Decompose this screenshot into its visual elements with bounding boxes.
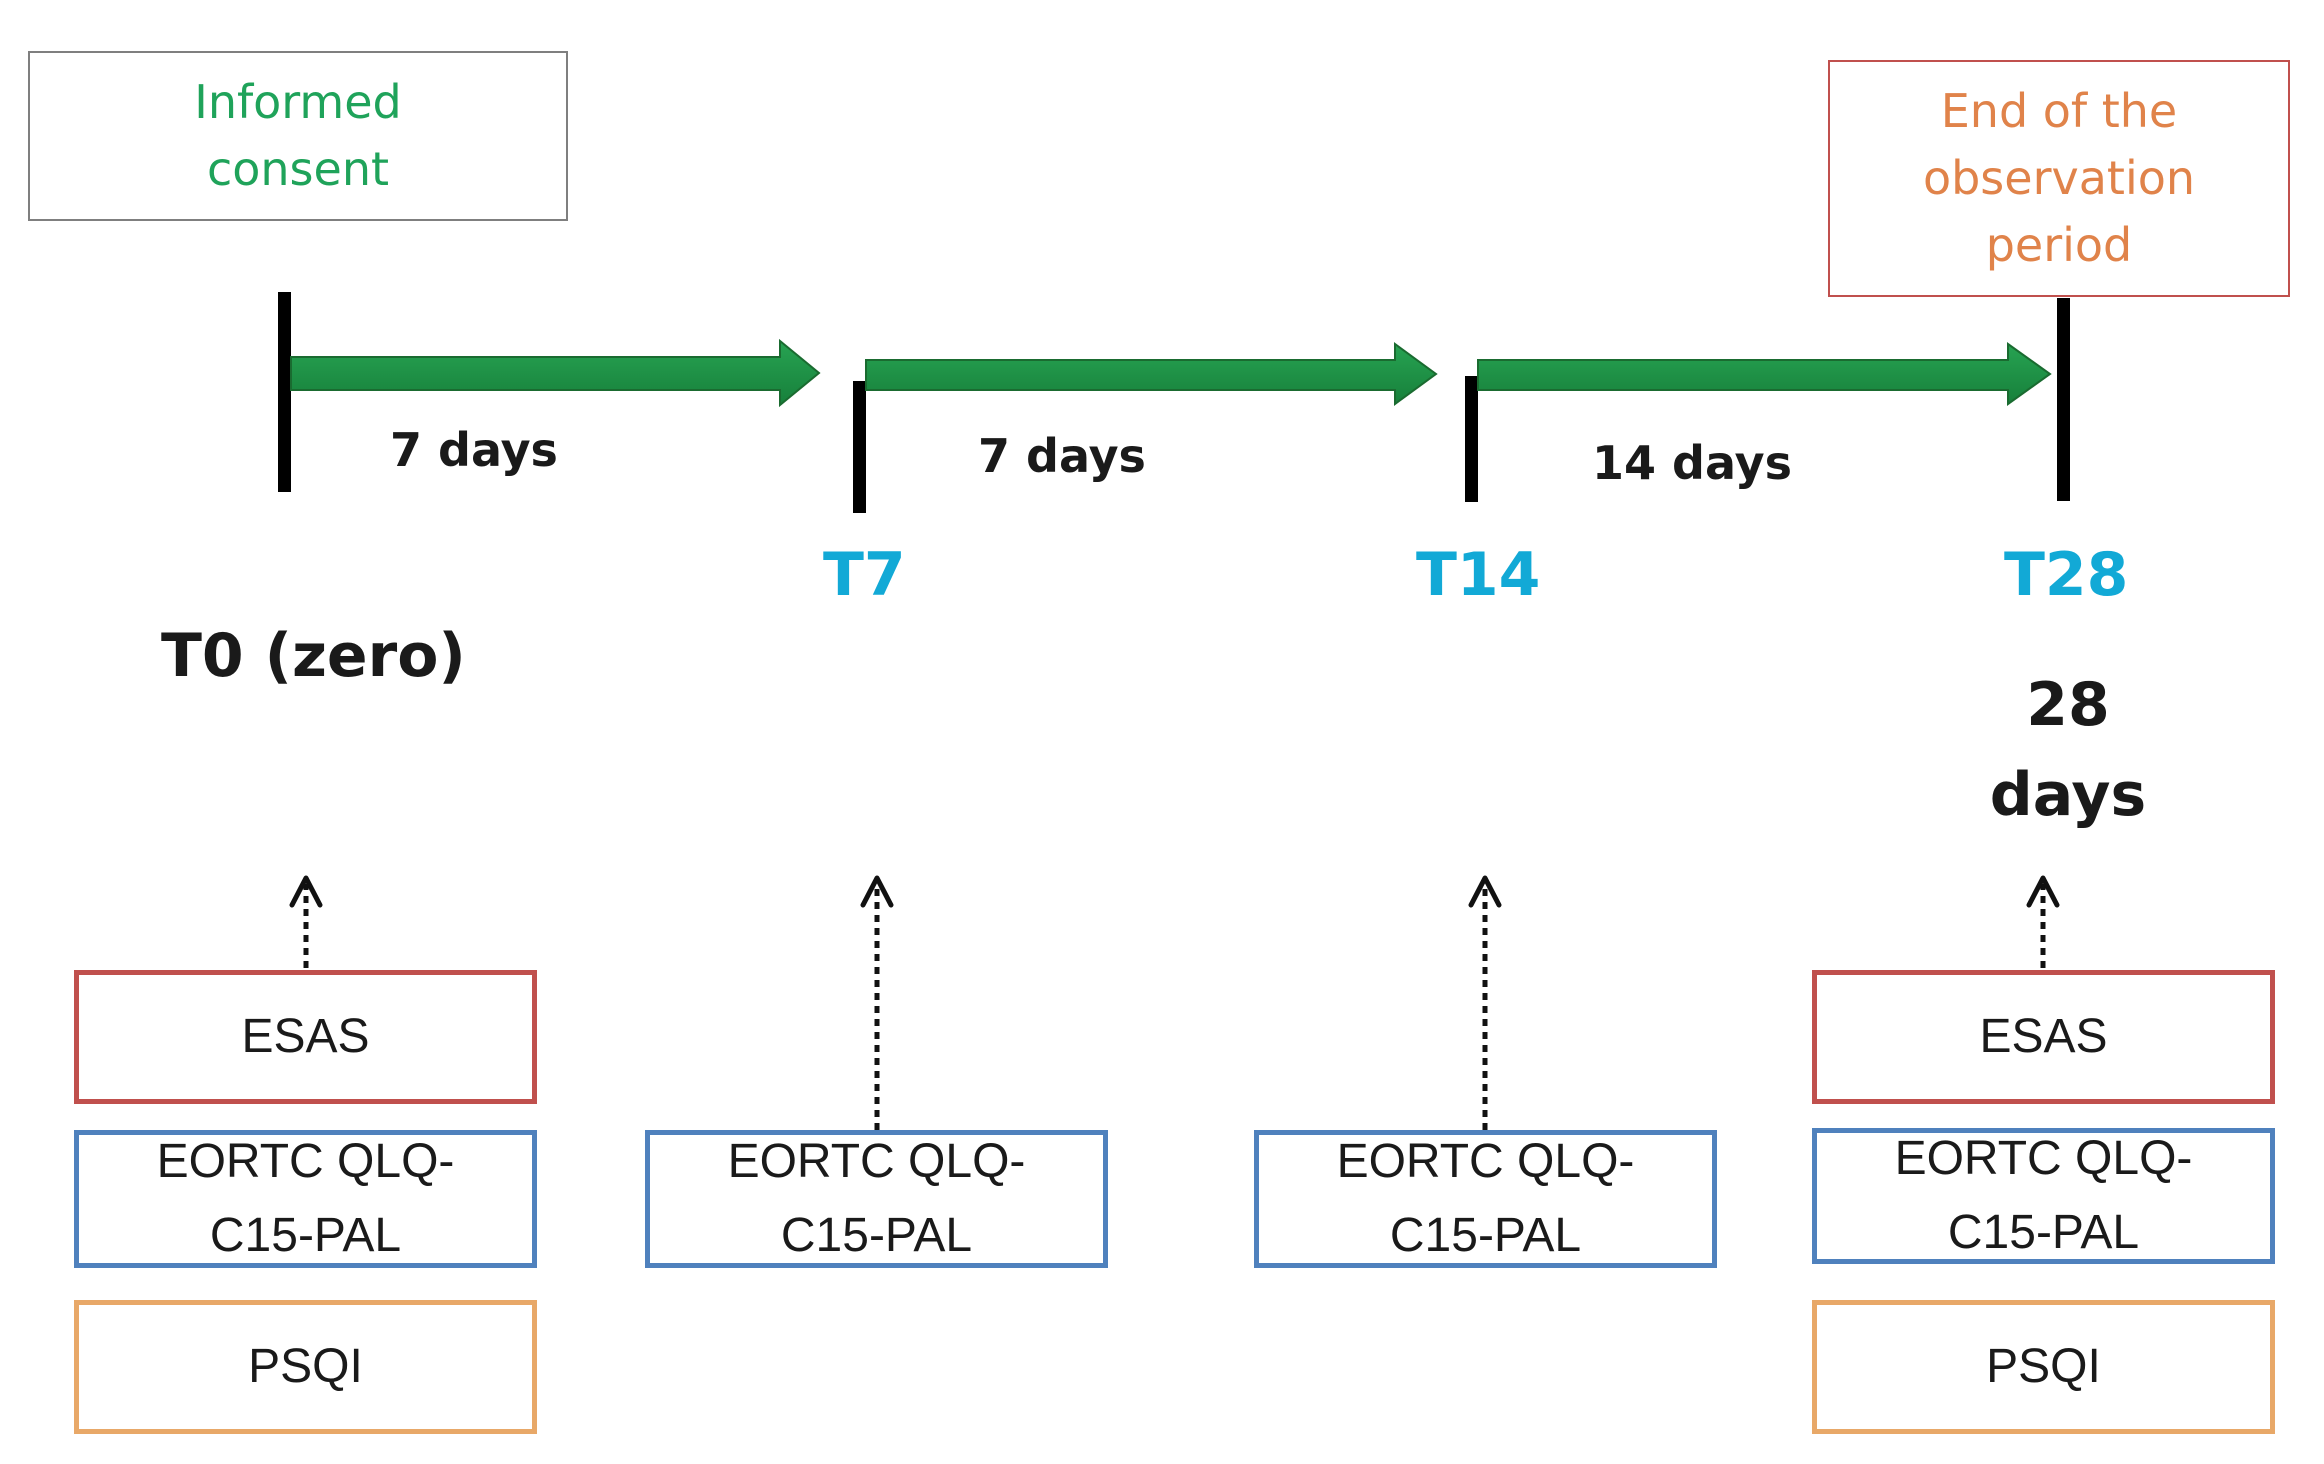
interval-arrow-3 <box>1477 342 2052 406</box>
t14-dotted-arrow <box>1468 875 1502 1130</box>
t0-eortc-label: EORTC QLQ- C15-PAL <box>156 1134 455 1262</box>
interval-label-3: 14 days <box>1592 436 1792 490</box>
t28-eortc-box: EORTC QLQ- C15-PAL <box>1812 1128 2275 1264</box>
interval-label-2: 7 days <box>978 429 1146 483</box>
t0-psqi-box: PSQI <box>74 1300 537 1434</box>
t7-timeline-bar <box>853 381 866 513</box>
end-of-observation-box: End of the observation period <box>1828 60 2290 297</box>
t0-eortc-box: EORTC QLQ- C15-PAL <box>74 1130 537 1268</box>
t0-esas-label: ESAS <box>241 1009 370 1063</box>
informed-consent-label: Informed consent <box>194 75 402 196</box>
t28-timeline-bar <box>2057 298 2070 501</box>
t14-eortc-box: EORTC QLQ- C15-PAL <box>1254 1130 1717 1268</box>
t0-timeline-bar <box>278 292 291 492</box>
t28-dotted-arrow <box>2026 875 2060 968</box>
interval-arrow-1 <box>290 338 821 408</box>
timepoint-t28-label: T28 <box>2004 540 2129 610</box>
t7-eortc-box: EORTC QLQ- C15-PAL <box>645 1130 1108 1268</box>
informed-consent-box: Informed consent <box>28 51 568 221</box>
t28-psqi-label: PSQI <box>1986 1339 2101 1393</box>
timepoint-t0-label: T0 (zero) <box>161 621 466 691</box>
interval-label-1: 7 days <box>390 423 558 477</box>
timepoint-t14-label: T14 <box>1416 540 1541 610</box>
t14-timeline-bar <box>1465 376 1478 502</box>
t28-eortc-label: EORTC QLQ- C15-PAL <box>1894 1131 2193 1259</box>
t28-esas-box: ESAS <box>1812 970 2275 1104</box>
t0-dotted-arrow <box>289 875 323 968</box>
t0-esas-box: ESAS <box>74 970 537 1104</box>
t7-eortc-label: EORTC QLQ- C15-PAL <box>727 1134 1026 1262</box>
end-of-observation-label: End of the observation period <box>1922 84 2196 272</box>
timepoint-t7-label: T7 <box>823 540 906 610</box>
t28-esas-label: ESAS <box>1979 1009 2108 1063</box>
t7-dotted-arrow <box>860 875 894 1130</box>
interval-arrow-2 <box>865 342 1438 406</box>
total-duration-label: 28 days <box>1989 670 2147 830</box>
t14-eortc-label: EORTC QLQ- C15-PAL <box>1336 1134 1635 1262</box>
t0-psqi-label: PSQI <box>248 1339 363 1393</box>
t28-psqi-box: PSQI <box>1812 1300 2275 1434</box>
